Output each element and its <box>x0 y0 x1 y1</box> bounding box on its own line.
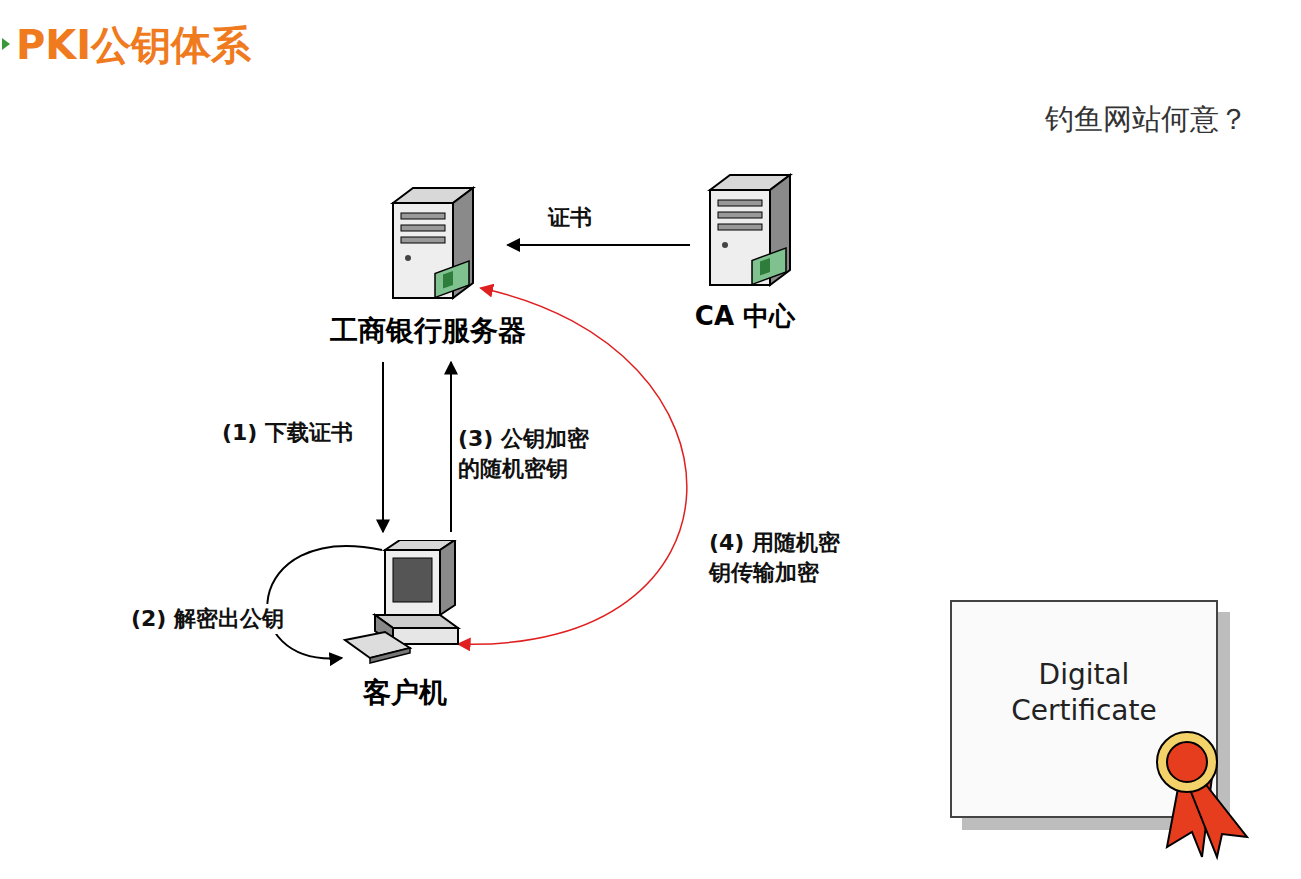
computer-icon <box>340 540 470 670</box>
edge-label: (4) 用随机密 钥传输加密 <box>706 528 862 587</box>
node-label: 客户机 <box>330 674 480 712</box>
seal-ribbon <box>1137 722 1267 862</box>
device-node: 客户机 <box>330 540 480 712</box>
arrow-connector <box>508 244 691 246</box>
node-label: CA 中心 <box>680 299 810 334</box>
server-icon <box>373 183 483 308</box>
device-node: CA 中心 <box>680 170 810 334</box>
bullet-arrow <box>2 38 10 50</box>
edge-label: 证书 <box>548 203 592 233</box>
note-text: 钓鱼网站何意？ <box>1045 100 1248 139</box>
slide-title: PKI公钥体系 <box>16 18 251 72</box>
edge-label: (1) 下载证书 <box>222 418 353 448</box>
node-label: 工商银行服务器 <box>300 312 555 350</box>
device-node: 工商银行服务器 <box>300 183 555 350</box>
edge-label: (2) 解密出公钥 <box>128 604 287 634</box>
edge-label: (3) 公钥加密 的随机密钥 <box>458 424 608 483</box>
certificate-card: Digital Certificate <box>950 600 1218 818</box>
arrow-connector <box>382 362 384 532</box>
arrow-connector <box>450 362 452 532</box>
node-label: Digital Certificate <box>952 657 1216 730</box>
server-icon <box>690 170 800 295</box>
